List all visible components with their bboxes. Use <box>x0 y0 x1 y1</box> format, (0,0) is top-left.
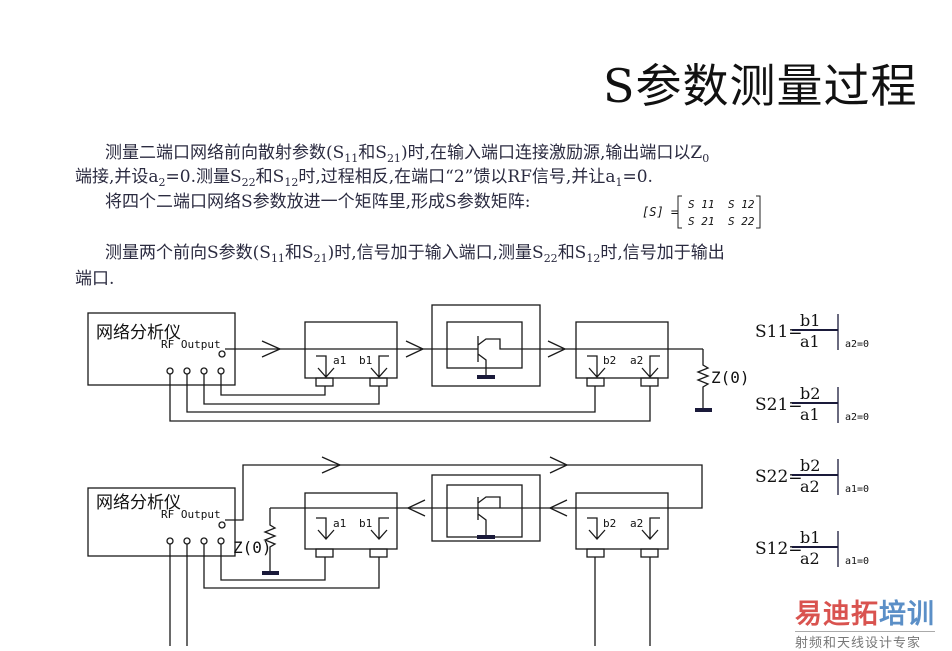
subscript: 21 <box>313 252 328 265</box>
paragraph-line: 端接,并设a2=0.测量S22和S12时,过程相反,在端口“2”馈以RF信号,并… <box>75 162 653 189</box>
dut-inner <box>446 484 523 538</box>
text-segment: 和S <box>284 243 314 263</box>
formula-numerator: b2 <box>800 456 820 475</box>
formula-condition: a2=0 <box>845 412 869 423</box>
coupler-2 <box>575 321 669 379</box>
subscript: 11 <box>344 152 359 165</box>
load-label: Z(0) <box>233 538 272 557</box>
text-segment: 将四个二端口网络S参数放进一个矩阵里,形成S参数矩阵: <box>105 192 531 212</box>
text-segment: 和S <box>557 243 587 263</box>
transistor-icon <box>477 496 501 537</box>
analyzer-label: 网络分析仪 <box>96 493 181 513</box>
coupler-2 <box>575 492 669 550</box>
analyzer-port <box>200 367 208 375</box>
paragraph-line: 端口. <box>75 264 114 289</box>
coupler-label-a1: a1 <box>333 517 346 530</box>
subscript: 21 <box>386 152 401 165</box>
matrix-s12: S 12 <box>728 198 755 211</box>
matrix-s21: S 21 <box>688 215 715 228</box>
text-segment: 端口. <box>75 269 115 289</box>
watermark-blue: 培训 <box>879 599 935 630</box>
formula-lhs: S12= <box>755 539 803 559</box>
rf-output-port <box>218 521 226 529</box>
coupler-label-b2: b2 <box>603 354 616 367</box>
rf-output-label: RF Output <box>161 338 221 351</box>
network-analyzer-box <box>87 487 236 557</box>
coupler-label-a2: a2 <box>630 517 643 530</box>
formula-numerator: b1 <box>800 528 820 547</box>
formula-numerator: b1 <box>800 311 820 330</box>
load-resistor <box>263 508 277 571</box>
text-segment: =0.测量S <box>165 167 242 187</box>
dut-outer <box>431 474 541 542</box>
text-segment: )时,在输入端口连接激励源,输出端口以Z <box>400 143 703 163</box>
text-segment: 端接,并设a <box>75 167 159 187</box>
dut-outer <box>431 304 541 387</box>
analyzer-port <box>166 367 174 375</box>
analyzer-label: 网络分析仪 <box>96 323 181 343</box>
subscript: 0 <box>702 152 710 165</box>
matrix-lhs: [S] = <box>642 205 678 219</box>
cables <box>169 544 651 646</box>
matrix-s22: S 22 <box>728 215 755 228</box>
load-label: Z(0) <box>711 368 750 387</box>
watermark-red: 易迪拓 <box>795 599 879 630</box>
formula-numerator: b2 <box>800 384 820 403</box>
s-matrix: [S] = S 11 S 12 S 21 S 22 <box>642 192 762 235</box>
signal-line <box>225 464 703 521</box>
text-segment: 测量二端口网络前向散射参数(S <box>105 143 345 163</box>
formula-lhs: S11= <box>755 322 803 342</box>
dut-inner <box>446 321 523 369</box>
coupler-1 <box>304 492 398 550</box>
coupler-1 <box>304 321 398 379</box>
text-segment: 时,信号加于输出 <box>600 243 725 263</box>
rf-output-label: RF Output <box>161 508 221 521</box>
formula-lhs: S21= <box>755 395 803 415</box>
subscript: 12 <box>284 176 299 189</box>
subscript: 1 <box>615 176 623 189</box>
paragraph-line: 测量两个前向S参数(S11和S21)时,信号加于输入端口,测量S22和S12时,… <box>105 238 725 265</box>
paragraph-line: 将四个二端口网络S参数放进一个矩阵里,形成S参数矩阵: <box>105 187 530 212</box>
coupler-label-b1: b1 <box>359 517 372 530</box>
formula-denominator: a2 <box>800 477 820 496</box>
text-segment: =0. <box>622 167 653 187</box>
coupler-label-a1: a1 <box>333 354 346 367</box>
coupler-arrows <box>316 355 389 378</box>
text-segment: 和S <box>255 167 285 187</box>
formula-condition: a2=0 <box>845 339 869 350</box>
analyzer-port <box>183 367 191 375</box>
rf-output-port <box>218 350 226 358</box>
subscript: 11 <box>270 252 285 265</box>
transistor-icon <box>447 336 522 376</box>
load-resistor <box>696 349 710 408</box>
analyzer-port <box>217 367 225 375</box>
subscript: 12 <box>586 252 601 265</box>
watermark-sub: 射频和天线设计专家 <box>795 631 935 651</box>
formula-lhs: S22= <box>755 467 803 487</box>
formula-denominator: a1 <box>800 405 820 424</box>
page-title: S参数测量过程 <box>603 59 918 113</box>
coupler-label-b1: b1 <box>359 354 372 367</box>
formula-condition: a1=0 <box>845 484 869 495</box>
text-segment: 测量两个前向S参数(S <box>105 243 271 263</box>
formula-denominator: a2 <box>800 549 820 568</box>
paragraph-line: 测量二端口网络前向散射参数(S11和S21)时,在输入端口连接激励源,输出端口以… <box>105 138 709 165</box>
matrix-s11: S 11 <box>688 198 715 211</box>
subscript: 22 <box>543 252 558 265</box>
direction-arrows <box>261 340 567 358</box>
text-segment: 时,过程相反,在端口“2”馈以RF信号,并让a <box>298 167 616 187</box>
text-segment: )时,信号加于输入端口,测量S <box>327 243 544 263</box>
subscript: 22 <box>241 176 256 189</box>
formula-condition: a1=0 <box>845 556 869 567</box>
coupler-label-b2: b2 <box>603 517 616 530</box>
subscript: 2 <box>158 176 166 189</box>
text-segment: 和S <box>358 143 387 163</box>
formula-denominator: a1 <box>800 332 820 351</box>
cables <box>169 374 651 422</box>
direction-arrows <box>321 456 569 517</box>
watermark-logo: 易迪拓培训 射频和天线设计专家 <box>795 592 935 651</box>
coupler-label-a2: a2 <box>630 354 643 367</box>
